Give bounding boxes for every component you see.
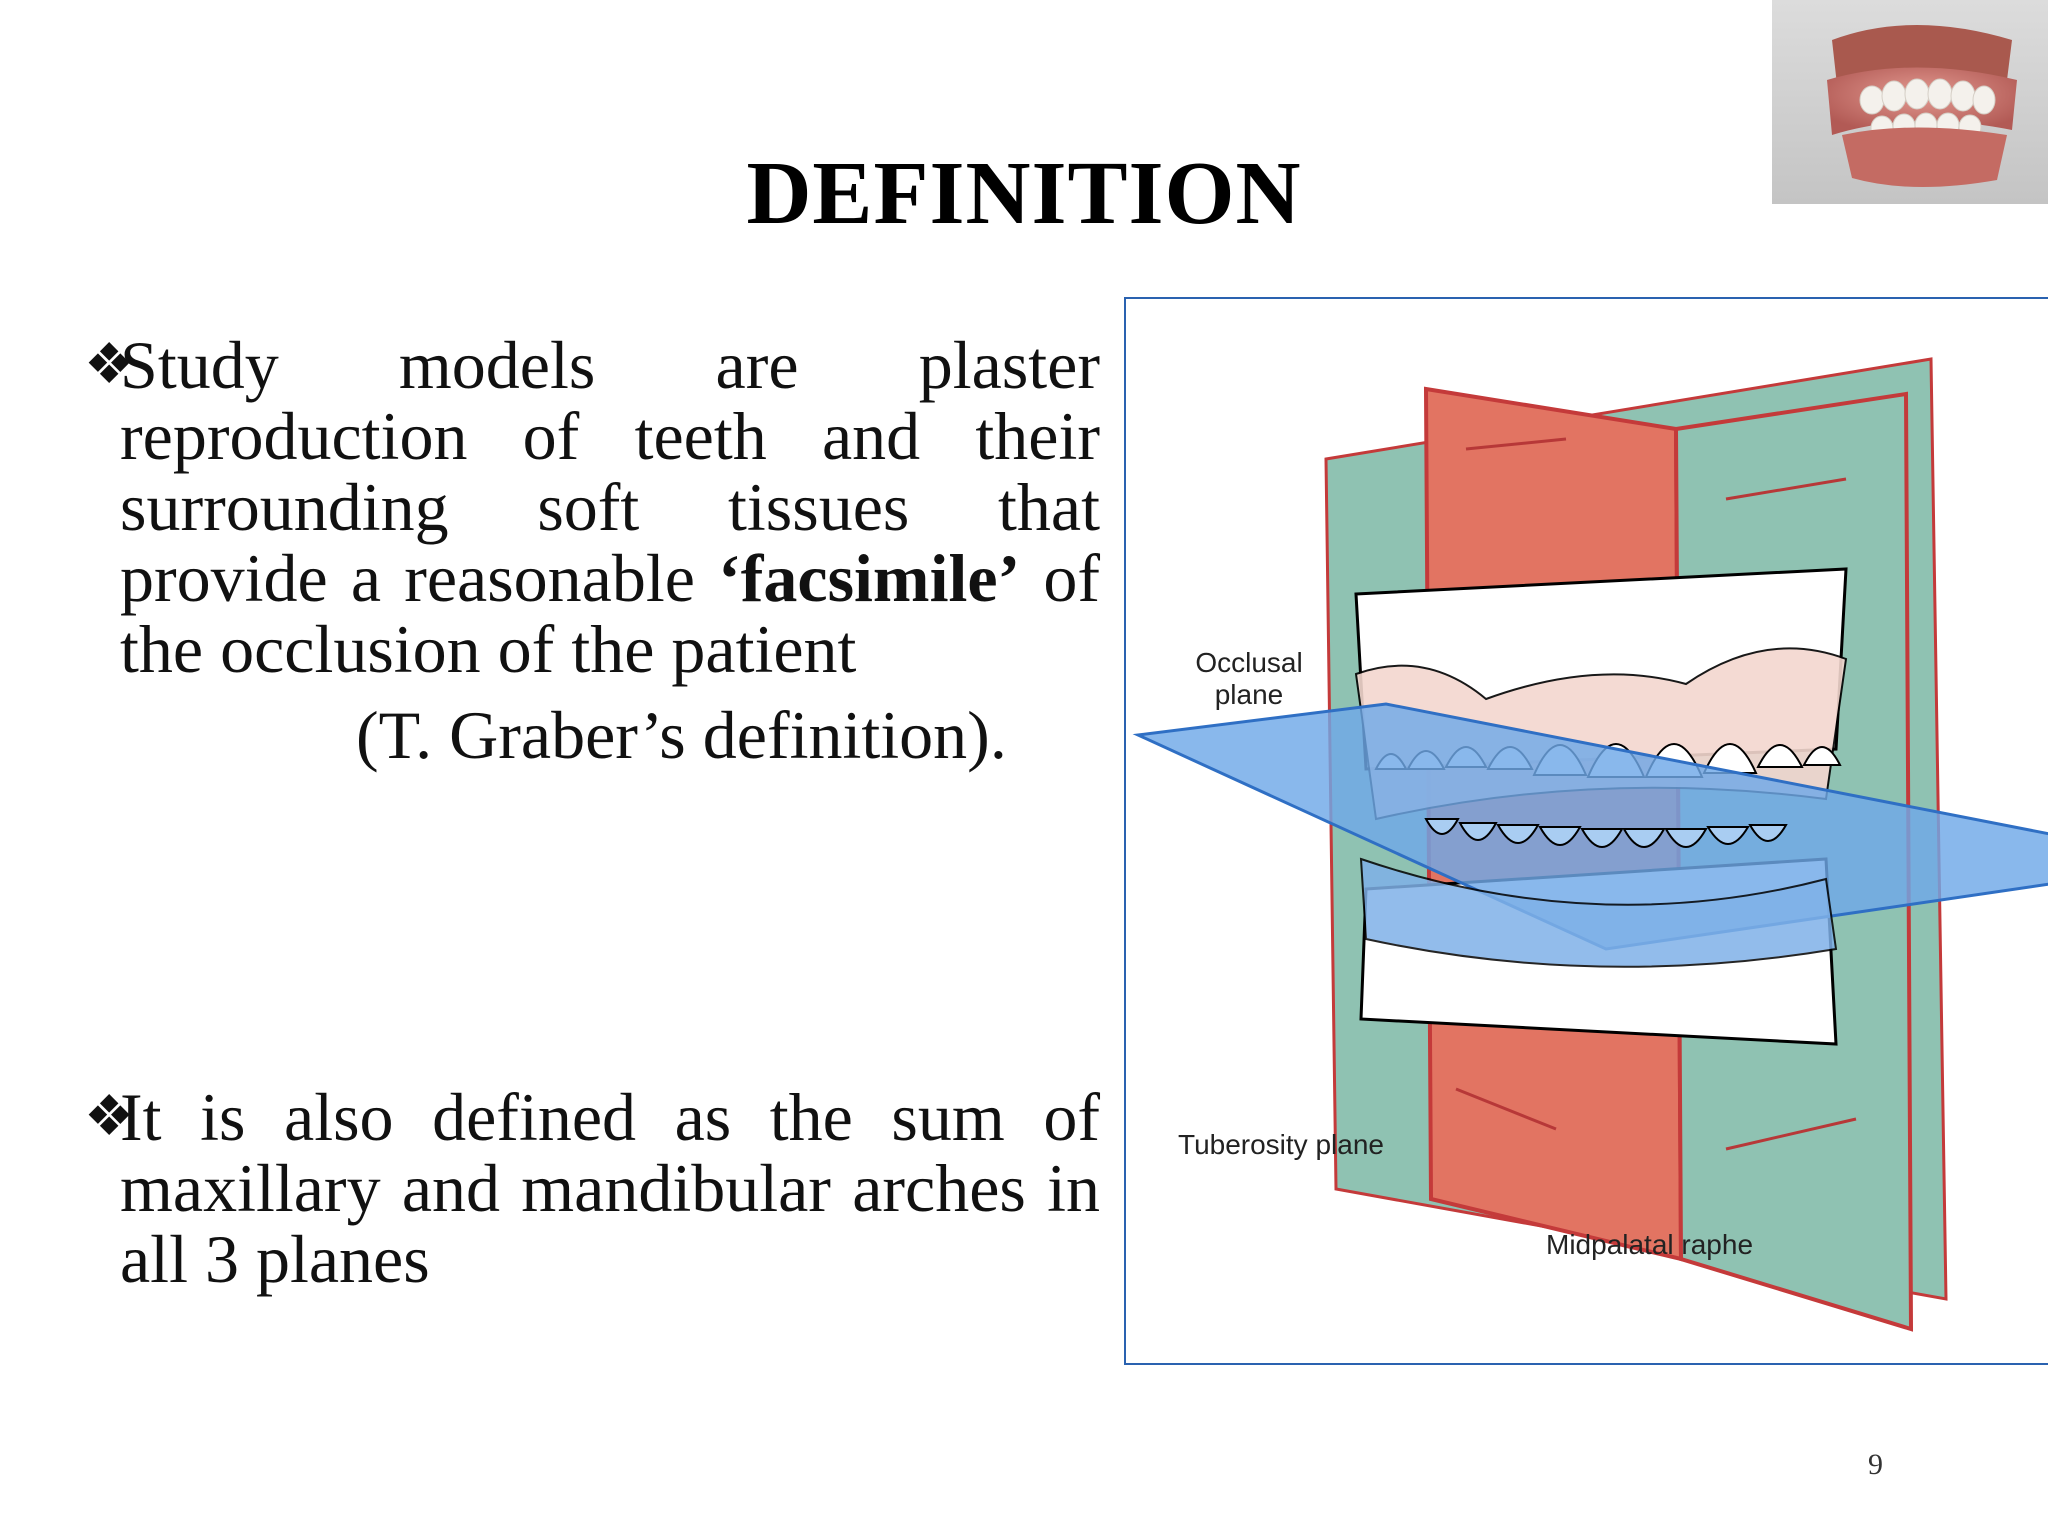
diamond-bullet-icon: ❖ <box>84 1086 135 1148</box>
bullet-1-text-b: of the occlusion of the patient <box>120 540 1100 687</box>
lower-gum <box>1359 857 1838 968</box>
bullet-definition-1: ❖Study models are plaster reproduction o… <box>84 327 1100 687</box>
planes-illustration <box>1132 357 2048 1332</box>
page-number: 9 <box>1868 1448 1883 1481</box>
citation: (T. Graber’s definition). <box>356 697 1007 773</box>
dental-model-thumbnail <box>1772 0 2048 204</box>
diamond-bullet-icon: ❖ <box>84 334 135 396</box>
bullet-definition-2: ❖It is also defined as the sum of maxill… <box>84 1079 1100 1297</box>
bullet-1-text-a: Study models are plaster reproduction of… <box>120 327 1100 616</box>
label-tuberosity-plane: Tuberosity plane <box>1178 1129 1384 1160</box>
slide-title: DEFINITION <box>746 144 1302 243</box>
three-planes-figure: Occlusal plane Tuberosity plane Midpalat… <box>1124 297 2048 1365</box>
label-occlusal-plane: Occlusal plane <box>1195 647 1303 710</box>
bullet-1-bold-term: ‘facsimile’ <box>718 540 1021 616</box>
lower-teeth <box>1424 818 1788 848</box>
label-midpalatal-raphe: Midpalatal raphe <box>1546 1229 1754 1260</box>
bullet-2-text: It is also defined as the sum of maxilla… <box>120 1079 1100 1297</box>
